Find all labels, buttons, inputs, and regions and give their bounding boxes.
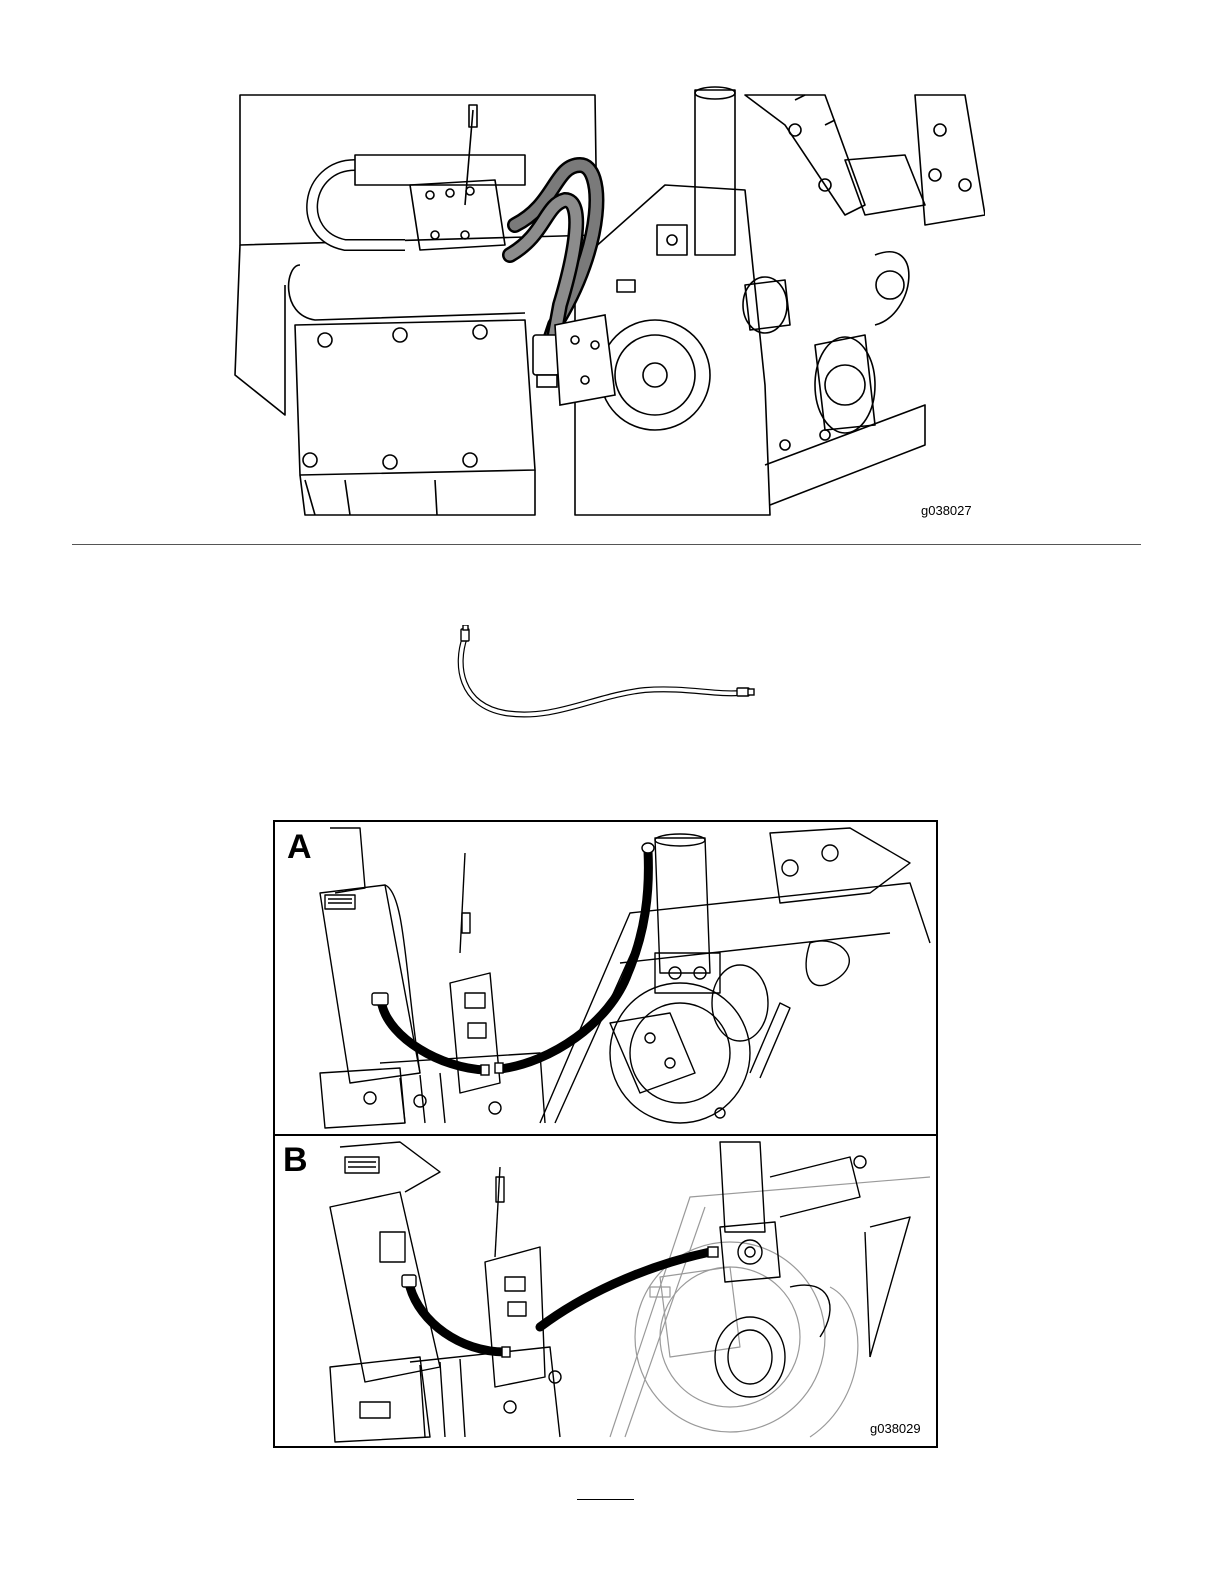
figure-code-label: g038027 [921, 503, 972, 518]
panel-separator [273, 1134, 938, 1136]
panel-b-illustration: g038029 [310, 1137, 935, 1445]
figure-code-label: g038029 [870, 1421, 921, 1436]
hydraulic-hose-illustration [455, 625, 765, 725]
section-divider [72, 544, 1141, 545]
figure-hose-routing-overview: g038027 [225, 85, 985, 525]
page-footer-rule [577, 1499, 634, 1500]
panel-b-letter: B [283, 1141, 308, 1180]
machine-illustration [225, 85, 985, 525]
figure-hydraulic-hose-part [455, 625, 765, 725]
panel-a-illustration [310, 823, 935, 1131]
panel-a-letter: A [287, 828, 312, 867]
